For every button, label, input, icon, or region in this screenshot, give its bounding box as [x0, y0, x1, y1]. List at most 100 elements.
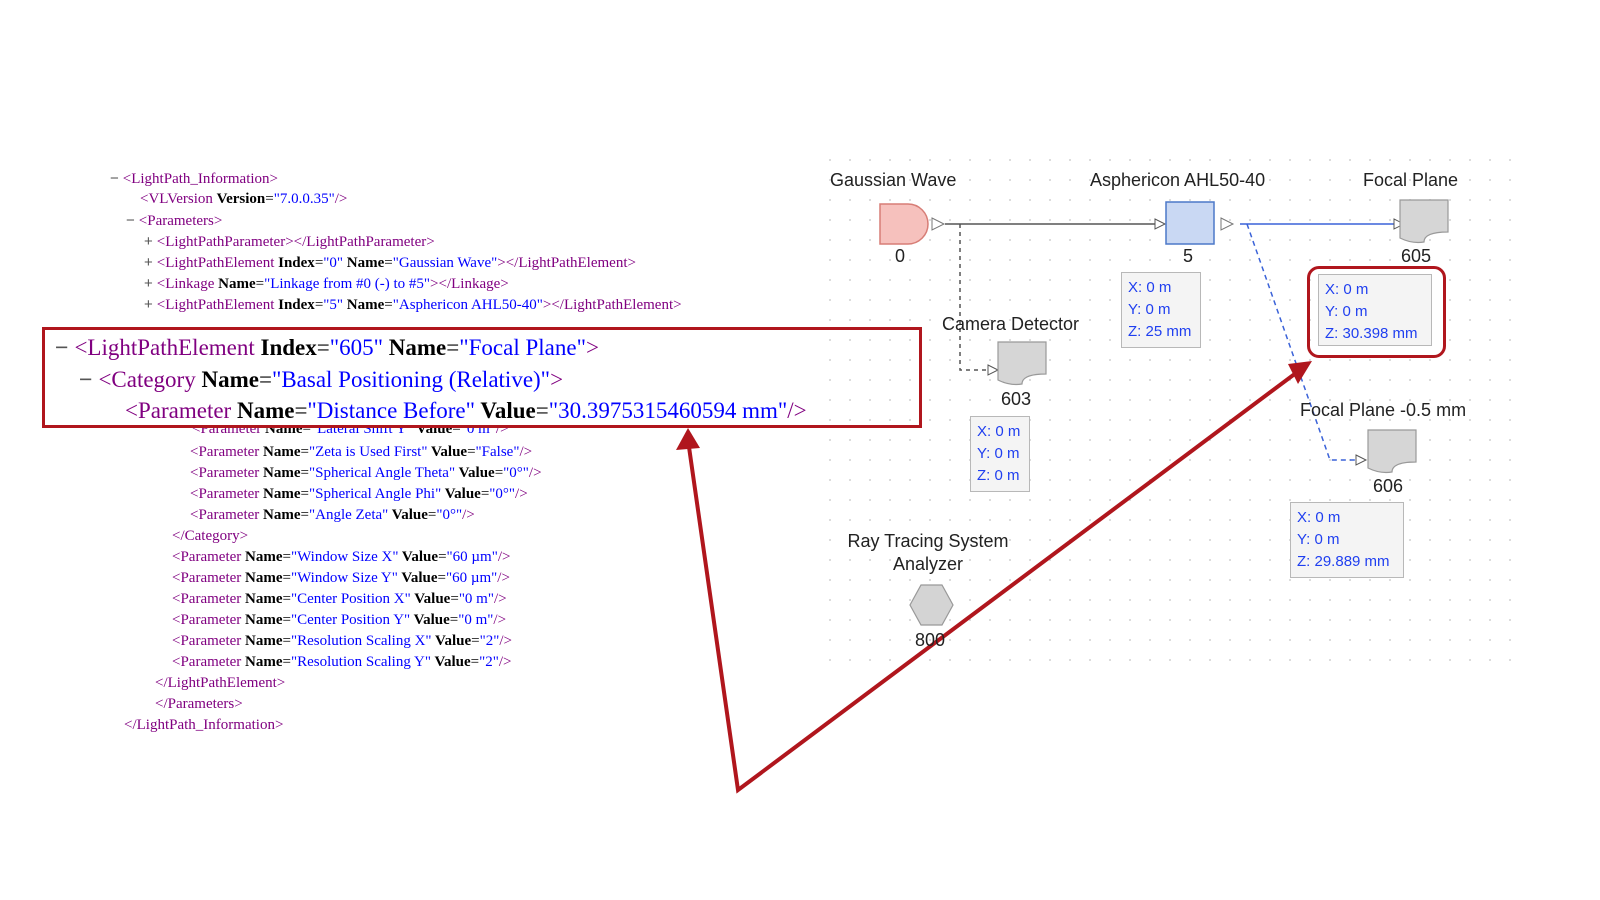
xml-token: = [480, 486, 490, 502]
xml-token: = [314, 255, 324, 271]
xml-token: "Window Size X" [290, 549, 399, 565]
expand-icon[interactable]: + [144, 254, 153, 271]
coord-z: Z: 25 mm [1128, 323, 1192, 340]
xml-token: /> [787, 398, 807, 423]
xml-token: "60 µm" [445, 570, 498, 586]
xml-line[interactable]: −<LightPath_Information> [110, 168, 278, 190]
xml-token: <Parameter [172, 549, 246, 565]
xml-line[interactable]: −<Parameters> [126, 210, 222, 232]
focal-plane-2-coords: X: 0 m Y: 0 m Z: 29.889 mm [1290, 502, 1404, 578]
xml-token: "0 m" [458, 591, 494, 607]
xml-token: "0 m" [458, 612, 494, 628]
xml-line[interactable]: +<LightPathElement Index="0" Name="Gauss… [144, 252, 636, 274]
expand-icon[interactable]: + [144, 233, 153, 250]
xml-token: "Focal Plane" [459, 335, 586, 360]
focal-plane-2-id: 606 [1372, 476, 1404, 496]
xml-token: Name [245, 549, 283, 565]
xml-token: <Parameter [172, 612, 246, 628]
link-asphericon-focal2 [1246, 223, 1356, 461]
xml-token: = [282, 612, 291, 628]
annotation-arrow-head-left [676, 428, 700, 450]
xml-token: ></LightPathElement> [497, 255, 636, 271]
xml-token: Name [343, 297, 385, 313]
xml-token: Name [245, 591, 283, 607]
xml-token: = [282, 633, 291, 649]
zoom-xml-line: −<Category Name="Basal Positioning (Rela… [79, 364, 563, 395]
xml-token: "0°" [489, 486, 516, 502]
xml-token: <Category [98, 367, 202, 392]
asphericon-icon [1165, 201, 1215, 245]
camera-detector-label: Camera Detector [942, 314, 1080, 334]
annotation-arrow [686, 368, 1302, 794]
xml-line: </LightPath_Information> [124, 715, 283, 736]
xml-token: = [437, 570, 446, 586]
xml-token: </LightPathElement> [155, 675, 286, 691]
focal-plane-2-label: Focal Plane -0.5 mm [1300, 400, 1467, 420]
xml-token: <LightPathParameter></LightPathParameter… [156, 234, 435, 250]
asphericon-label: Asphericon AHL50-40 [1090, 170, 1266, 190]
coord-x: X: 0 m [1325, 281, 1369, 298]
xml-token: "Basal Positioning (Relative)" [271, 367, 551, 392]
xml-line: </Parameters> [155, 694, 243, 715]
xml-line[interactable]: +<LightPathParameter></LightPathParamete… [144, 231, 435, 253]
xml-line: <Parameter Name="Window Size Y" Value="6… [172, 568, 510, 589]
xml-token: </LightPath_Information> [124, 717, 284, 733]
xml-token: = [384, 297, 393, 313]
coord-z: Z: 0 m [977, 467, 1020, 484]
xml-token: </Parameters> [155, 696, 243, 712]
xml-token: = [471, 633, 480, 649]
coord-x: X: 0 m [1297, 509, 1341, 526]
xml-token: "0" [323, 255, 344, 271]
coord-y: Y: 0 m [1325, 303, 1368, 320]
xml-token: Value [475, 398, 536, 423]
coord-y: Y: 0 m [1297, 531, 1340, 548]
xml-token: "Angle Zeta" [308, 507, 389, 523]
collapse-icon[interactable]: − [110, 170, 119, 187]
expand-icon[interactable]: + [144, 296, 153, 313]
xml-token: = [446, 335, 460, 360]
xml-token: <VLVersion [140, 191, 217, 207]
analyzer-label-line2: Analyzer [892, 554, 964, 574]
focal-plane-id: 605 [1400, 246, 1432, 266]
expand-icon[interactable]: + [144, 275, 153, 292]
xml-line[interactable]: +<Linkage Name="Linkage from #0 (-) to #… [144, 273, 509, 295]
xml-token: Name [201, 367, 259, 392]
xml-token: "5" [323, 297, 344, 313]
xml-line: <Parameter Name="Center Position Y" Valu… [172, 610, 506, 631]
collapse-icon[interactable]: − [79, 366, 93, 392]
xml-token: "Resolution Scaling X" [290, 633, 432, 649]
xml-line: <VLVersion Version="7.0.0.35"/> [140, 189, 347, 210]
xml-token: <Linkage [156, 276, 219, 292]
xml-token: "7.0.0.35" [273, 191, 335, 207]
xml-token: Value [455, 465, 495, 481]
xml-token: = [450, 591, 459, 607]
xml-token: "0°" [436, 507, 463, 523]
xml-token: "0°" [503, 465, 529, 481]
xml-token: Value [441, 486, 481, 502]
xml-token: Name [245, 612, 283, 628]
xml-token: Name [263, 444, 301, 460]
xml-line: <Parameter Name="Resolution Scaling Y" V… [172, 652, 511, 673]
xml-token: Version [216, 191, 266, 207]
xml-token: = [294, 398, 308, 423]
xml-line[interactable]: +<LightPathElement Index="5" Name="Asphe… [144, 294, 682, 316]
collapse-icon[interactable]: − [55, 334, 69, 360]
coord-z: Z: 30.398 mm [1325, 325, 1418, 342]
xml-token: = [467, 444, 476, 460]
xml-token: = [265, 191, 274, 207]
link-arrow-head [1355, 454, 1368, 466]
xml-token: "Window Size Y" [290, 570, 398, 586]
xml-line: <Parameter Name="Window Size X" Value="6… [172, 547, 510, 568]
xml-line: </LightPathElement> [155, 673, 285, 694]
xml-token: "Center Position Y" [290, 612, 411, 628]
link-arrow-head [1393, 218, 1406, 230]
coord-y: Y: 0 m [977, 445, 1020, 462]
xml-token: <Parameter [172, 633, 246, 649]
annotation-arrow-head-right [1288, 361, 1312, 384]
link-arrow-head [987, 364, 1000, 376]
xml-line: <Parameter Name="Zeta is Used First" Val… [190, 442, 532, 463]
xml-token: <LightPathElement [156, 297, 279, 313]
port-icon [931, 217, 946, 231]
collapse-icon[interactable]: − [126, 212, 135, 229]
xml-token: = [255, 276, 265, 292]
